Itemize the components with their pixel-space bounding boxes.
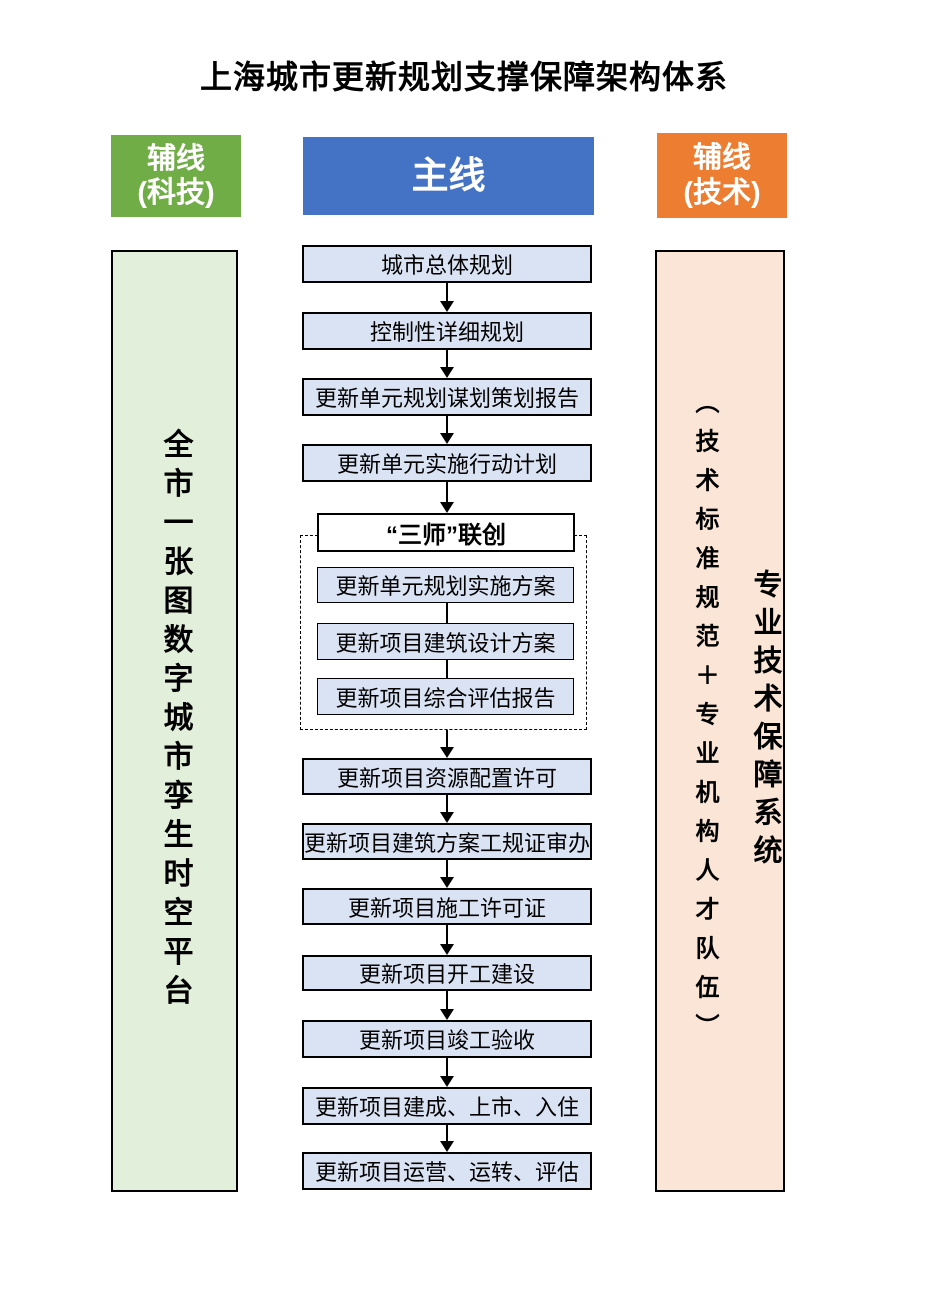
arrow-down-1 bbox=[440, 283, 454, 312]
header-main: 主线 bbox=[303, 137, 594, 215]
right-panel-subtext: （技术标准规范＋专业机构人才队伍） bbox=[691, 389, 718, 1053]
flow-step-construction-start: 更新项目开工建设 bbox=[302, 955, 592, 991]
connector-line-2 bbox=[446, 660, 448, 678]
arrow-down-4 bbox=[440, 482, 454, 513]
header-aux-tech-line1: 辅线 bbox=[692, 142, 751, 175]
header-aux-science-line2: (科技) bbox=[137, 177, 215, 209]
flow-step-unit-action-plan: 更新单元实施行动计划 bbox=[302, 444, 592, 482]
flow-step-project-architectural-design: 更新项目建筑设计方案 bbox=[317, 623, 574, 660]
arrow-down-3 bbox=[440, 416, 454, 444]
sanshi-group-outline bbox=[300, 535, 587, 730]
sanshi-group-title: “三师”联创 bbox=[317, 513, 575, 552]
flow-step-completion-acceptance: 更新项目竣工验收 bbox=[302, 1020, 592, 1058]
flow-step-completion-market-occupancy: 更新项目建成、上市、入住 bbox=[302, 1087, 592, 1125]
flow-step-operation-evaluation: 更新项目运营、运转、评估 bbox=[302, 1152, 592, 1190]
flow-step-city-master-plan: 城市总体规划 bbox=[302, 245, 592, 283]
flow-step-resource-allocation-permit: 更新项目资源配置许可 bbox=[302, 758, 592, 795]
arrow-down-7 bbox=[440, 860, 454, 888]
flow-step-unit-planning-report: 更新单元规划谋划策划报告 bbox=[302, 378, 592, 416]
left-panel-digital-twin: 全市一张图数字城市孪生时空平台 bbox=[111, 250, 238, 1192]
arrow-down-8 bbox=[440, 925, 454, 955]
right-panel-tech-support: （技术标准规范＋专业机构人才队伍） 专业技术保障系统 bbox=[655, 250, 785, 1192]
flow-step-unit-implementation-scheme: 更新单元规划实施方案 bbox=[317, 567, 574, 603]
left-panel-text: 全市一张图数字城市孪生时空平台 bbox=[158, 428, 192, 1014]
arrow-down-2 bbox=[440, 350, 454, 378]
arrow-down-11 bbox=[440, 1125, 454, 1152]
arrow-down-5 bbox=[440, 730, 454, 758]
header-main-label: 主线 bbox=[411, 155, 486, 197]
flow-step-plan-permit-review: 更新项目建筑方案工规证审办 bbox=[302, 823, 592, 860]
flow-step-construction-permit: 更新项目施工许可证 bbox=[302, 888, 592, 925]
header-aux-science: 辅线 (科技) bbox=[111, 135, 241, 217]
arrow-down-9 bbox=[440, 991, 454, 1020]
flow-step-regulatory-detailed-plan: 控制性详细规划 bbox=[302, 312, 592, 350]
connector-line-1 bbox=[446, 603, 448, 623]
flow-step-project-comprehensive-evaluation: 更新项目综合评估报告 bbox=[317, 678, 574, 715]
header-aux-tech-line2: (技术) bbox=[683, 176, 761, 209]
header-aux-tech: 辅线 (技术) bbox=[657, 133, 787, 218]
page-title: 上海城市更新规划支撑保障架构体系 bbox=[199, 59, 728, 95]
header-aux-science-line1: 辅线 bbox=[146, 142, 205, 175]
arrow-down-10 bbox=[440, 1058, 454, 1087]
arrow-down-6 bbox=[440, 795, 454, 823]
right-panel-main-text: 专业技术保障系统 bbox=[749, 569, 781, 873]
